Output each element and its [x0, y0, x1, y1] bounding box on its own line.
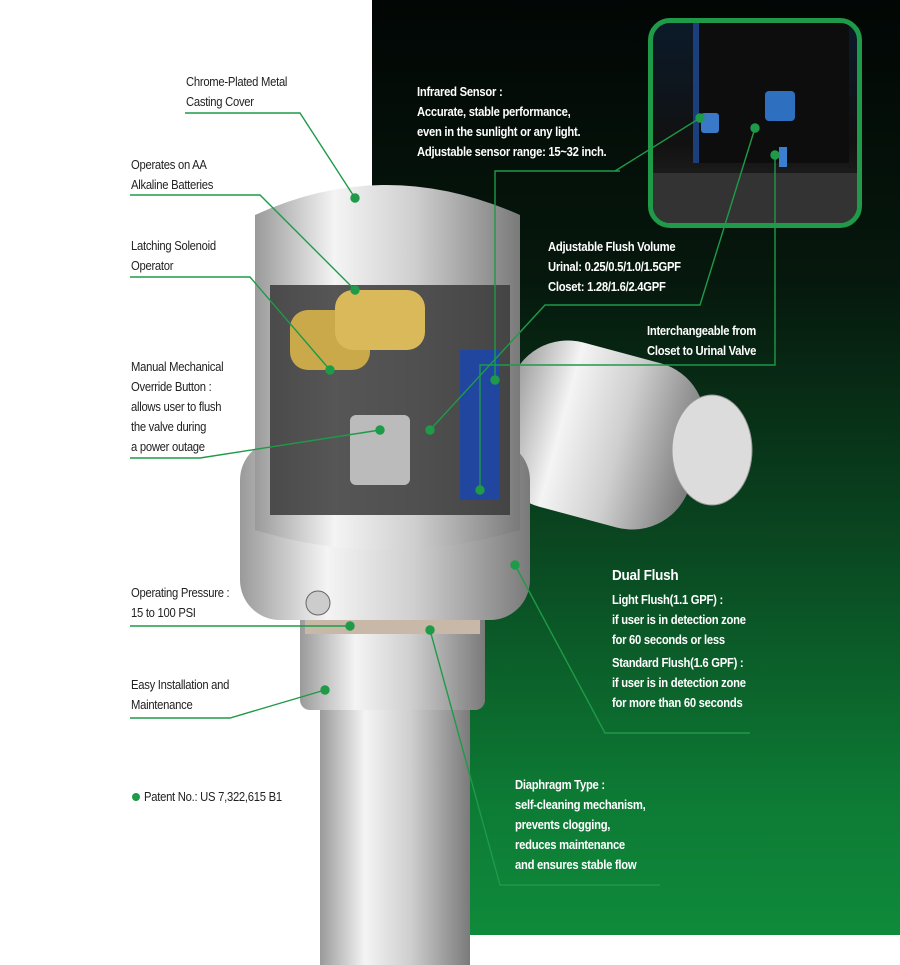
pipe: [320, 700, 470, 965]
patent-number: Patent No.: US 7,322,615 B1: [144, 790, 282, 804]
sensor-closeup-inset: [648, 18, 862, 228]
flush-volume-dial: [765, 91, 795, 121]
sensor-range-knob: [701, 113, 719, 133]
override-button: [305, 590, 331, 616]
gasket: [305, 620, 480, 634]
battery-2: [335, 290, 425, 350]
callout-diaphragm: Diaphragm Type :self-cleaning mechanism,…: [515, 778, 646, 872]
callout-sensor: Infrared Sensor :Accurate, stable perfor…: [417, 85, 607, 159]
callout-dual-flush: Dual Flush Light Flush(1.1 GPF) :if user…: [612, 567, 746, 710]
callout-pressure: Operating Pressure :15 to 100 PSI: [131, 586, 230, 620]
mode-switch: [779, 147, 787, 167]
dual-flush-title: Dual Flush: [612, 567, 679, 584]
patent-bullet-icon: [132, 793, 140, 801]
valve-body: [653, 173, 857, 223]
side-outlet: [494, 340, 706, 530]
handle-connector: [671, 394, 753, 506]
